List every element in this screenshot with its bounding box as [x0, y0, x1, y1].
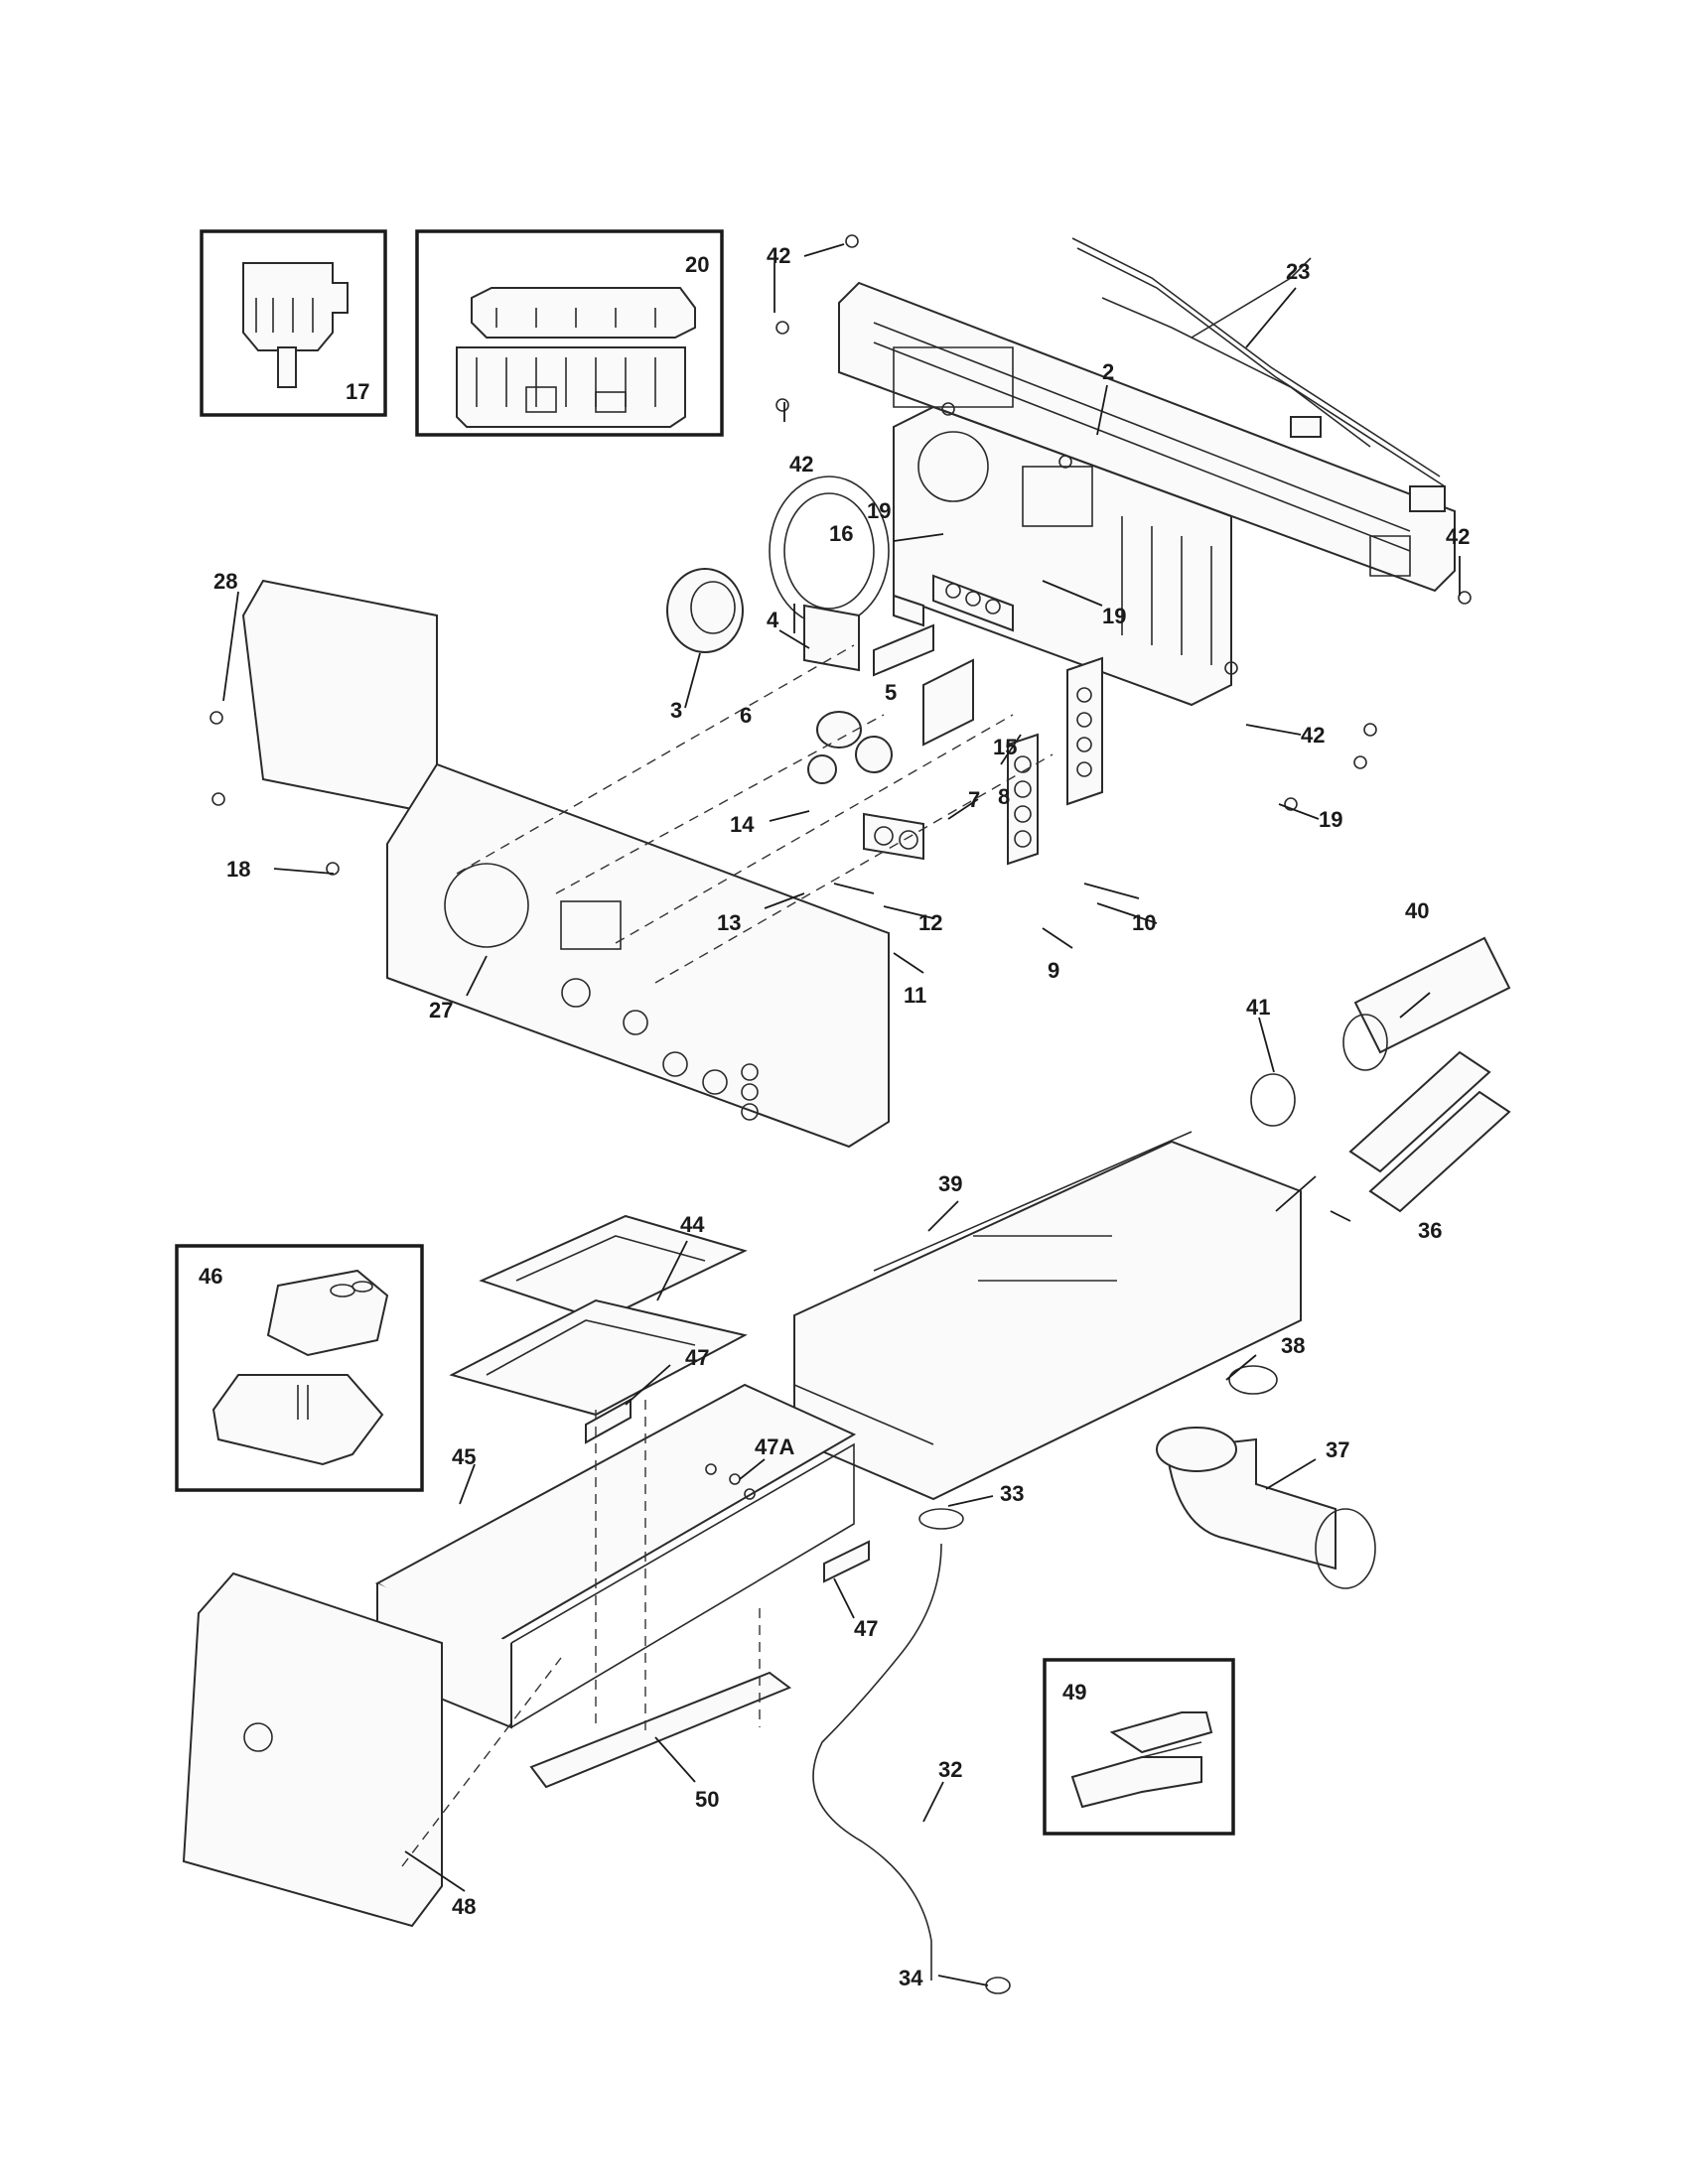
callout-32: 32	[938, 1757, 962, 1782]
callout-47-top: 47	[685, 1345, 709, 1370]
callout-47-bottom: 47	[854, 1616, 878, 1641]
callout-27: 27	[429, 998, 453, 1023]
callout-18: 18	[226, 857, 250, 882]
callout-3: 3	[670, 698, 682, 723]
part-6-display-lens	[803, 604, 860, 672]
screws	[210, 234, 1472, 876]
callout-44: 44	[680, 1212, 705, 1237]
callout-50: 50	[695, 1787, 719, 1812]
callout-42-left: 42	[789, 452, 813, 477]
callout-10: 10	[1132, 910, 1156, 935]
callout-6: 6	[740, 703, 752, 728]
callout-2: 2	[1102, 359, 1114, 384]
callout-11: 11	[904, 983, 926, 1008]
callout-5: 5	[885, 680, 897, 705]
callout-28: 28	[213, 569, 237, 594]
callout-19-top: 19	[867, 498, 891, 523]
part-9-10-button-columns	[1007, 656, 1103, 866]
callout-39: 39	[938, 1171, 962, 1196]
part-32-33-34-hose	[812, 1508, 1011, 1994]
callout-42-right: 42	[1446, 524, 1470, 549]
callout-47A: 47A	[755, 1434, 794, 1459]
callout-13: 13	[717, 910, 741, 935]
callout-19-lower: 19	[1319, 807, 1342, 832]
part-50-tray	[529, 1671, 792, 1789]
part-37-38-drain-elbow	[1156, 1365, 1376, 1589]
part-5-15-button-strip	[893, 574, 1014, 632]
part-2-bracket	[838, 281, 1456, 593]
part-45-drawer-body	[374, 1383, 857, 1729]
callout-48: 48	[452, 1894, 476, 1919]
part-11-14-selectors	[807, 711, 924, 861]
callout-17: 17	[346, 379, 369, 404]
part-40-41-filter	[1250, 936, 1511, 1127]
callout-40: 40	[1405, 898, 1429, 923]
part-23-wire-harness	[1071, 237, 1446, 512]
part-36-water-valves	[1348, 1050, 1511, 1213]
callout-19-mid: 19	[1102, 604, 1126, 628]
inset-box-46: 46	[175, 1244, 424, 1492]
part-44-drawer-insert	[449, 1214, 748, 1417]
callout-15: 15	[993, 735, 1017, 759]
callout-23: 23	[1286, 259, 1310, 284]
callout-7: 7	[968, 787, 980, 812]
callout-42-lower: 42	[1301, 723, 1325, 748]
callout-38: 38	[1281, 1333, 1305, 1358]
callout-14: 14	[730, 812, 755, 837]
callout-33: 33	[1000, 1481, 1024, 1506]
callout-45: 45	[452, 1444, 476, 1469]
callout-12: 12	[918, 910, 942, 935]
part-27-console-panel	[241, 579, 890, 1149]
inset-box-49: 49	[1043, 1658, 1235, 1836]
callout-46: 46	[199, 1264, 222, 1289]
callout-41: 41	[1246, 995, 1270, 1020]
part-7-8-buttons	[873, 623, 974, 747]
callout-37: 37	[1326, 1437, 1349, 1462]
part-48-drawer-front	[182, 1571, 443, 1928]
inset-box-17: 17	[200, 229, 387, 417]
callout-9: 9	[1048, 958, 1059, 983]
part-3-knob	[666, 568, 744, 653]
callout-34: 34	[899, 1966, 923, 1990]
callout-49: 49	[1062, 1680, 1086, 1705]
callout-4: 4	[767, 608, 779, 632]
callout-16: 16	[829, 521, 853, 546]
part-47-clips	[585, 1398, 870, 1583]
callout-42-top: 42	[767, 243, 790, 268]
callout-20: 20	[685, 252, 709, 277]
callout-36: 36	[1418, 1218, 1442, 1243]
callout-8: 8	[998, 784, 1010, 809]
inset-box-20: 20	[415, 229, 724, 437]
callout-labels: 42 42 23 2 19 16 19 42 42 19 4 3 6 5 15 …	[213, 243, 1470, 1990]
leader-lines	[222, 243, 1461, 1986]
assembly-lines	[401, 644, 1054, 1867]
